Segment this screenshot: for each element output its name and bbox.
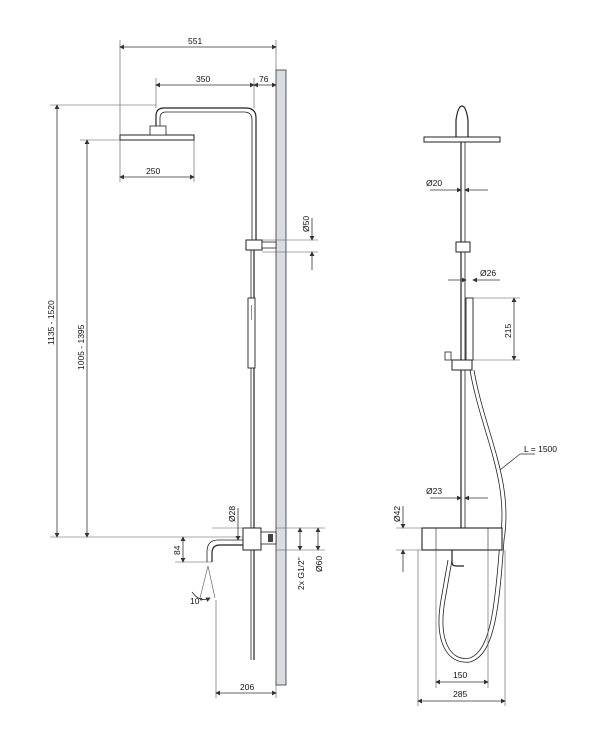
dim-connection: 2x G1/2" (296, 557, 306, 590)
front-shower-head (423, 136, 501, 143)
dim-height-total: 1135 - 1520 (46, 300, 56, 345)
front-view: Ø20 Ø26 215 L = 1500 Ø23 Ø42 150 28 (392, 105, 557, 706)
wall-bracket (245, 239, 277, 251)
dim-pipe-upper: Ø20 (426, 178, 442, 188)
front-hose (442, 369, 503, 659)
dim-valve-height: Ø42 (392, 506, 402, 522)
dim-arm-length: 350 (196, 74, 210, 84)
wall (275, 69, 287, 686)
dim-hand-shower-length: 215 (503, 324, 513, 338)
dim-bracket-diameter: Ø50 (301, 216, 311, 232)
dim-wall-offset: 76 (259, 74, 269, 84)
dim-height-head: 1005 - 1395 (76, 324, 86, 370)
dim-pipe-lower: Ø23 (426, 486, 442, 496)
front-hand-shower (444, 297, 474, 371)
dim-spout-reach: 206 (240, 682, 254, 692)
dim-overall-width: 285 (453, 689, 467, 699)
dim-total-width: 551 (188, 36, 202, 46)
dim-hose-length: L = 1500 (524, 444, 557, 454)
dim-head-diameter: 250 (146, 166, 160, 176)
dim-spout-diameter: Ø28 (227, 506, 237, 522)
dim-spout-height: 84 (172, 545, 182, 555)
hand-shower (247, 297, 256, 369)
shower-head (119, 134, 195, 141)
side-view: 10° 551 350 76 250 1135 - 1520 1005 - 13… (46, 36, 325, 698)
spout-angle-label: 10° (190, 596, 203, 606)
front-bracket (455, 241, 471, 253)
thermostatic-valve (242, 527, 277, 551)
front-valve (421, 527, 503, 567)
dim-hand-shower-diameter: Ø26 (480, 268, 496, 278)
dim-valve-spacing: 150 (453, 670, 467, 680)
bath-spout (211, 544, 243, 562)
dim-valve-diameter: Ø60 (314, 556, 324, 572)
shower-arm (155, 107, 257, 240)
